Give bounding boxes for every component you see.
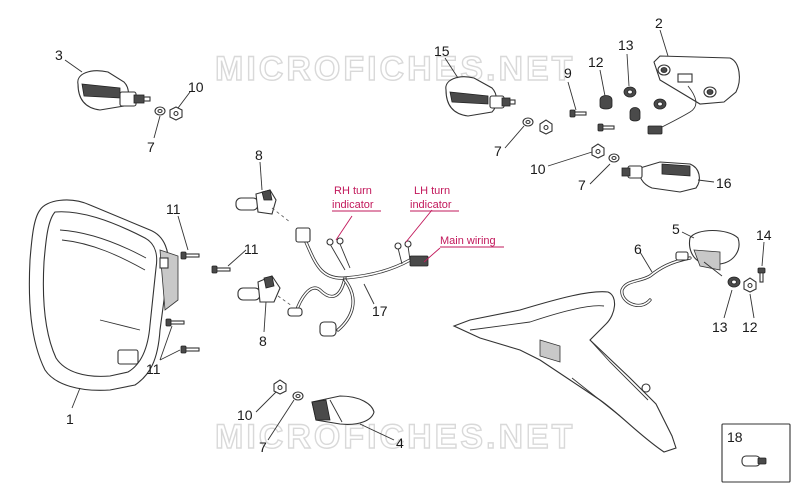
callout-9: 9 xyxy=(564,65,572,81)
leader-lines xyxy=(64,29,765,441)
grommet-12-top-b xyxy=(629,107,641,122)
screw-14 xyxy=(757,267,766,283)
callout-16: 16 xyxy=(716,175,732,191)
callout-7-top-left: 7 xyxy=(147,139,155,155)
turn-indicator-front-left xyxy=(77,70,151,111)
screw-11-c xyxy=(165,318,185,327)
callout-3: 3 xyxy=(55,47,63,63)
callout-13-lower: 13 xyxy=(712,319,728,335)
grommet-13-top xyxy=(623,86,637,98)
callout-14: 14 xyxy=(756,227,772,243)
wiring-harness-17 xyxy=(287,227,429,337)
screw-11-d xyxy=(180,345,200,354)
grommet-13-top-b xyxy=(653,98,667,110)
grommet-13-lower xyxy=(727,276,741,288)
nut-10-top-left xyxy=(169,106,183,121)
inset-part-18 xyxy=(721,423,791,483)
screw-9 xyxy=(569,109,587,118)
label-rh-turn-line2: indicator xyxy=(332,199,374,211)
callout-8-upper: 8 xyxy=(255,147,263,163)
cable-6 xyxy=(620,251,692,307)
callout-5: 5 xyxy=(672,221,680,237)
nut-10-bottom xyxy=(273,379,287,395)
callout-11-c: 11 xyxy=(146,361,161,377)
washer-7-top-left xyxy=(154,106,166,116)
screw-11-b xyxy=(211,265,231,274)
callout-numbers: 3 10 7 1 2 15 9 12 13 7 10 7 16 8 8 11 1… xyxy=(55,15,772,455)
watermark-top: MICROFICHES.NET xyxy=(215,50,575,88)
label-lh-turn-line2: indicator xyxy=(410,199,452,211)
washer-7-right xyxy=(608,153,620,163)
nut-10-right xyxy=(591,143,605,159)
callout-4: 4 xyxy=(396,435,404,451)
callout-10-bottom: 10 xyxy=(237,407,253,423)
callout-7-bottom: 7 xyxy=(259,439,267,455)
wiring-labels: RH turn indicator LH turn indicator Main… xyxy=(332,185,504,248)
callout-12-top: 12 xyxy=(588,54,604,70)
callout-7-right: 7 xyxy=(578,177,586,193)
label-lh-turn-line1: LH turn xyxy=(414,185,450,197)
bulb-socket-8-upper xyxy=(235,189,277,215)
nut-12-lower xyxy=(743,277,757,293)
callout-12-lower: 12 xyxy=(742,319,758,335)
callout-13-top: 13 xyxy=(618,37,634,53)
callout-17: 17 xyxy=(372,303,388,319)
screw-9-b xyxy=(597,123,615,132)
tail-light-2 xyxy=(647,55,740,135)
washer-7-bottom xyxy=(292,391,304,401)
washer-7-center xyxy=(522,117,534,127)
turn-indicator-4 xyxy=(311,395,375,425)
label-main-wiring: Main wiring xyxy=(440,235,496,247)
callout-10-right: 10 xyxy=(530,161,546,177)
rear-plate-holder xyxy=(452,291,677,453)
callout-2: 2 xyxy=(655,15,663,31)
bulb-socket-8-lower xyxy=(237,275,281,303)
turn-indicator-15 xyxy=(445,76,516,117)
callout-10-top-left: 10 xyxy=(188,79,204,95)
callout-7-center: 7 xyxy=(494,143,502,159)
callout-8-lower: 8 xyxy=(259,333,267,349)
callout-1: 1 xyxy=(66,411,74,427)
nut-10-center xyxy=(539,119,553,135)
callout-11-b: 11 xyxy=(244,241,259,257)
watermark-bottom: MICROFICHES.NET xyxy=(215,418,575,456)
headlight-assembly xyxy=(28,199,179,391)
turn-indicator-16 xyxy=(621,161,700,193)
callout-11-a: 11 xyxy=(166,201,181,217)
callout-15: 15 xyxy=(434,43,450,59)
screw-11-a xyxy=(180,251,200,260)
grommet-12-top xyxy=(599,95,613,110)
callout-6: 6 xyxy=(634,241,642,257)
label-rh-turn-line1: RH turn xyxy=(334,185,372,197)
callout-18: 18 xyxy=(727,429,743,445)
license-plate-light-5 xyxy=(688,229,740,277)
